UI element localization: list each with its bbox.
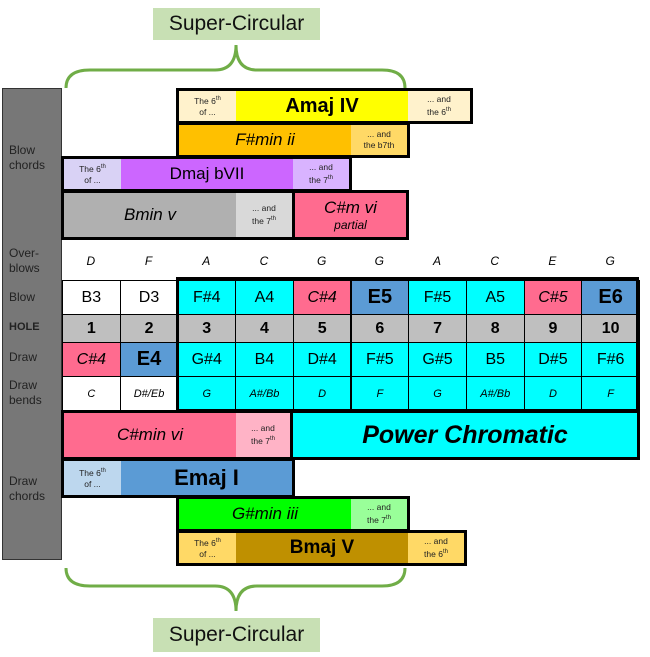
blow-cell-10: E6 <box>581 280 640 315</box>
label-draw-bends: Draw bends <box>9 378 42 407</box>
draw-bend-cell-9: D <box>523 376 583 411</box>
hole-cell-2: 2 <box>119 314 179 343</box>
bottom-bracket <box>64 567 407 612</box>
label-blow-chords: Blow chords <box>9 143 46 172</box>
blow-cell-1: B3 <box>62 280 121 315</box>
csm-label: C#m vi <box>324 198 377 217</box>
dmaj-label: Dmaj bVII <box>121 159 293 189</box>
blow-cell-7: F#5 <box>408 280 467 315</box>
csm-partial: partial <box>334 218 367 232</box>
fsmin-label: F#min ii <box>179 125 351 155</box>
bottom-title: Super-Circular <box>153 618 320 652</box>
draw-cell-1: C#4 <box>62 342 121 377</box>
amaj-label: Amaj IV <box>236 91 408 121</box>
overblow-cell-5: G <box>292 246 351 276</box>
draw-cell-4: B4 <box>235 342 294 377</box>
hole-cell-9: 9 <box>523 314 583 343</box>
draw-cell-6: F#5 <box>350 342 410 377</box>
draw-cell-9: D#5 <box>523 342 583 377</box>
emaj-label: Emaj I <box>121 461 292 495</box>
hole-cell-7: 7 <box>408 314 467 343</box>
hole-cell-4: 4 <box>235 314 294 343</box>
hole-cell-8: 8 <box>465 314 525 343</box>
draw-bend-cell-3: G <box>177 376 237 411</box>
overblow-cell-4: C <box>235 246 293 276</box>
draw-bend-cell-7: G <box>408 376 467 411</box>
draw-bend-cell-6: F <box>350 376 410 411</box>
hole-cell-5: 5 <box>292 314 352 343</box>
label-hole: HOLE <box>9 321 40 333</box>
draw-cell-8: B5 <box>465 342 525 377</box>
overblow-cell-10: G <box>581 246 639 276</box>
draw-bend-cell-5: D <box>292 376 352 411</box>
overblow-cell-6: G <box>350 246 409 276</box>
label-overblows: Over- blows <box>9 246 40 275</box>
blow-cell-8: A5 <box>465 280 525 315</box>
hole-cell-6: 6 <box>350 314 410 343</box>
top-title: Super-Circular <box>153 8 320 40</box>
blow-cell-6: E5 <box>350 280 410 315</box>
label-draw: Draw <box>9 350 38 364</box>
bmin-label: Bmin v <box>64 193 236 237</box>
draw-cell-10: F#6 <box>581 342 640 377</box>
blow-cell-2: D3 <box>119 280 179 315</box>
draw-bend-cell-2: D#/Eb <box>119 376 179 411</box>
top-bracket <box>64 44 407 89</box>
overblow-cell-3: A <box>177 246 236 276</box>
csmin-label: C#min vi <box>64 413 236 457</box>
chord-csm-vi-partial: C#m vi partial <box>292 190 409 240</box>
blow-cell-3: F#4 <box>177 280 237 315</box>
blow-cell-5: C#4 <box>292 280 352 315</box>
bmaj-label: Bmaj V <box>236 533 408 563</box>
label-draw-chords: Draw chords <box>9 474 46 503</box>
draw-bend-cell-8: A#/Bb <box>465 376 525 411</box>
draw-bend-cell-10: F <box>581 376 640 411</box>
hole-cell-10: 10 <box>581 314 640 343</box>
label-blow: Blow <box>9 290 36 304</box>
overblow-cell-9: E <box>523 246 582 276</box>
gsmin-label: G#min iii <box>179 499 351 529</box>
sidebar <box>2 88 62 560</box>
blow-cell-4: A4 <box>235 280 294 315</box>
draw-cell-5: D#4 <box>292 342 352 377</box>
blow-cell-9: C#5 <box>523 280 583 315</box>
overblow-cell-8: C <box>465 246 524 276</box>
power-chromatic-label: Power Chromatic <box>362 420 568 449</box>
draw-cell-7: G#5 <box>408 342 467 377</box>
draw-bend-cell-1: C <box>62 376 121 411</box>
draw-cell-2: E4 <box>119 342 179 377</box>
overblow-cell-2: F <box>119 246 178 276</box>
draw-bend-cell-4: A#/Bb <box>235 376 294 411</box>
draw-cell-3: G#4 <box>177 342 237 377</box>
hole-cell-3: 3 <box>177 314 237 343</box>
hole-cell-1: 1 <box>62 314 121 343</box>
overblow-cell-7: A <box>408 246 466 276</box>
overblow-cell-1: D <box>62 246 120 276</box>
